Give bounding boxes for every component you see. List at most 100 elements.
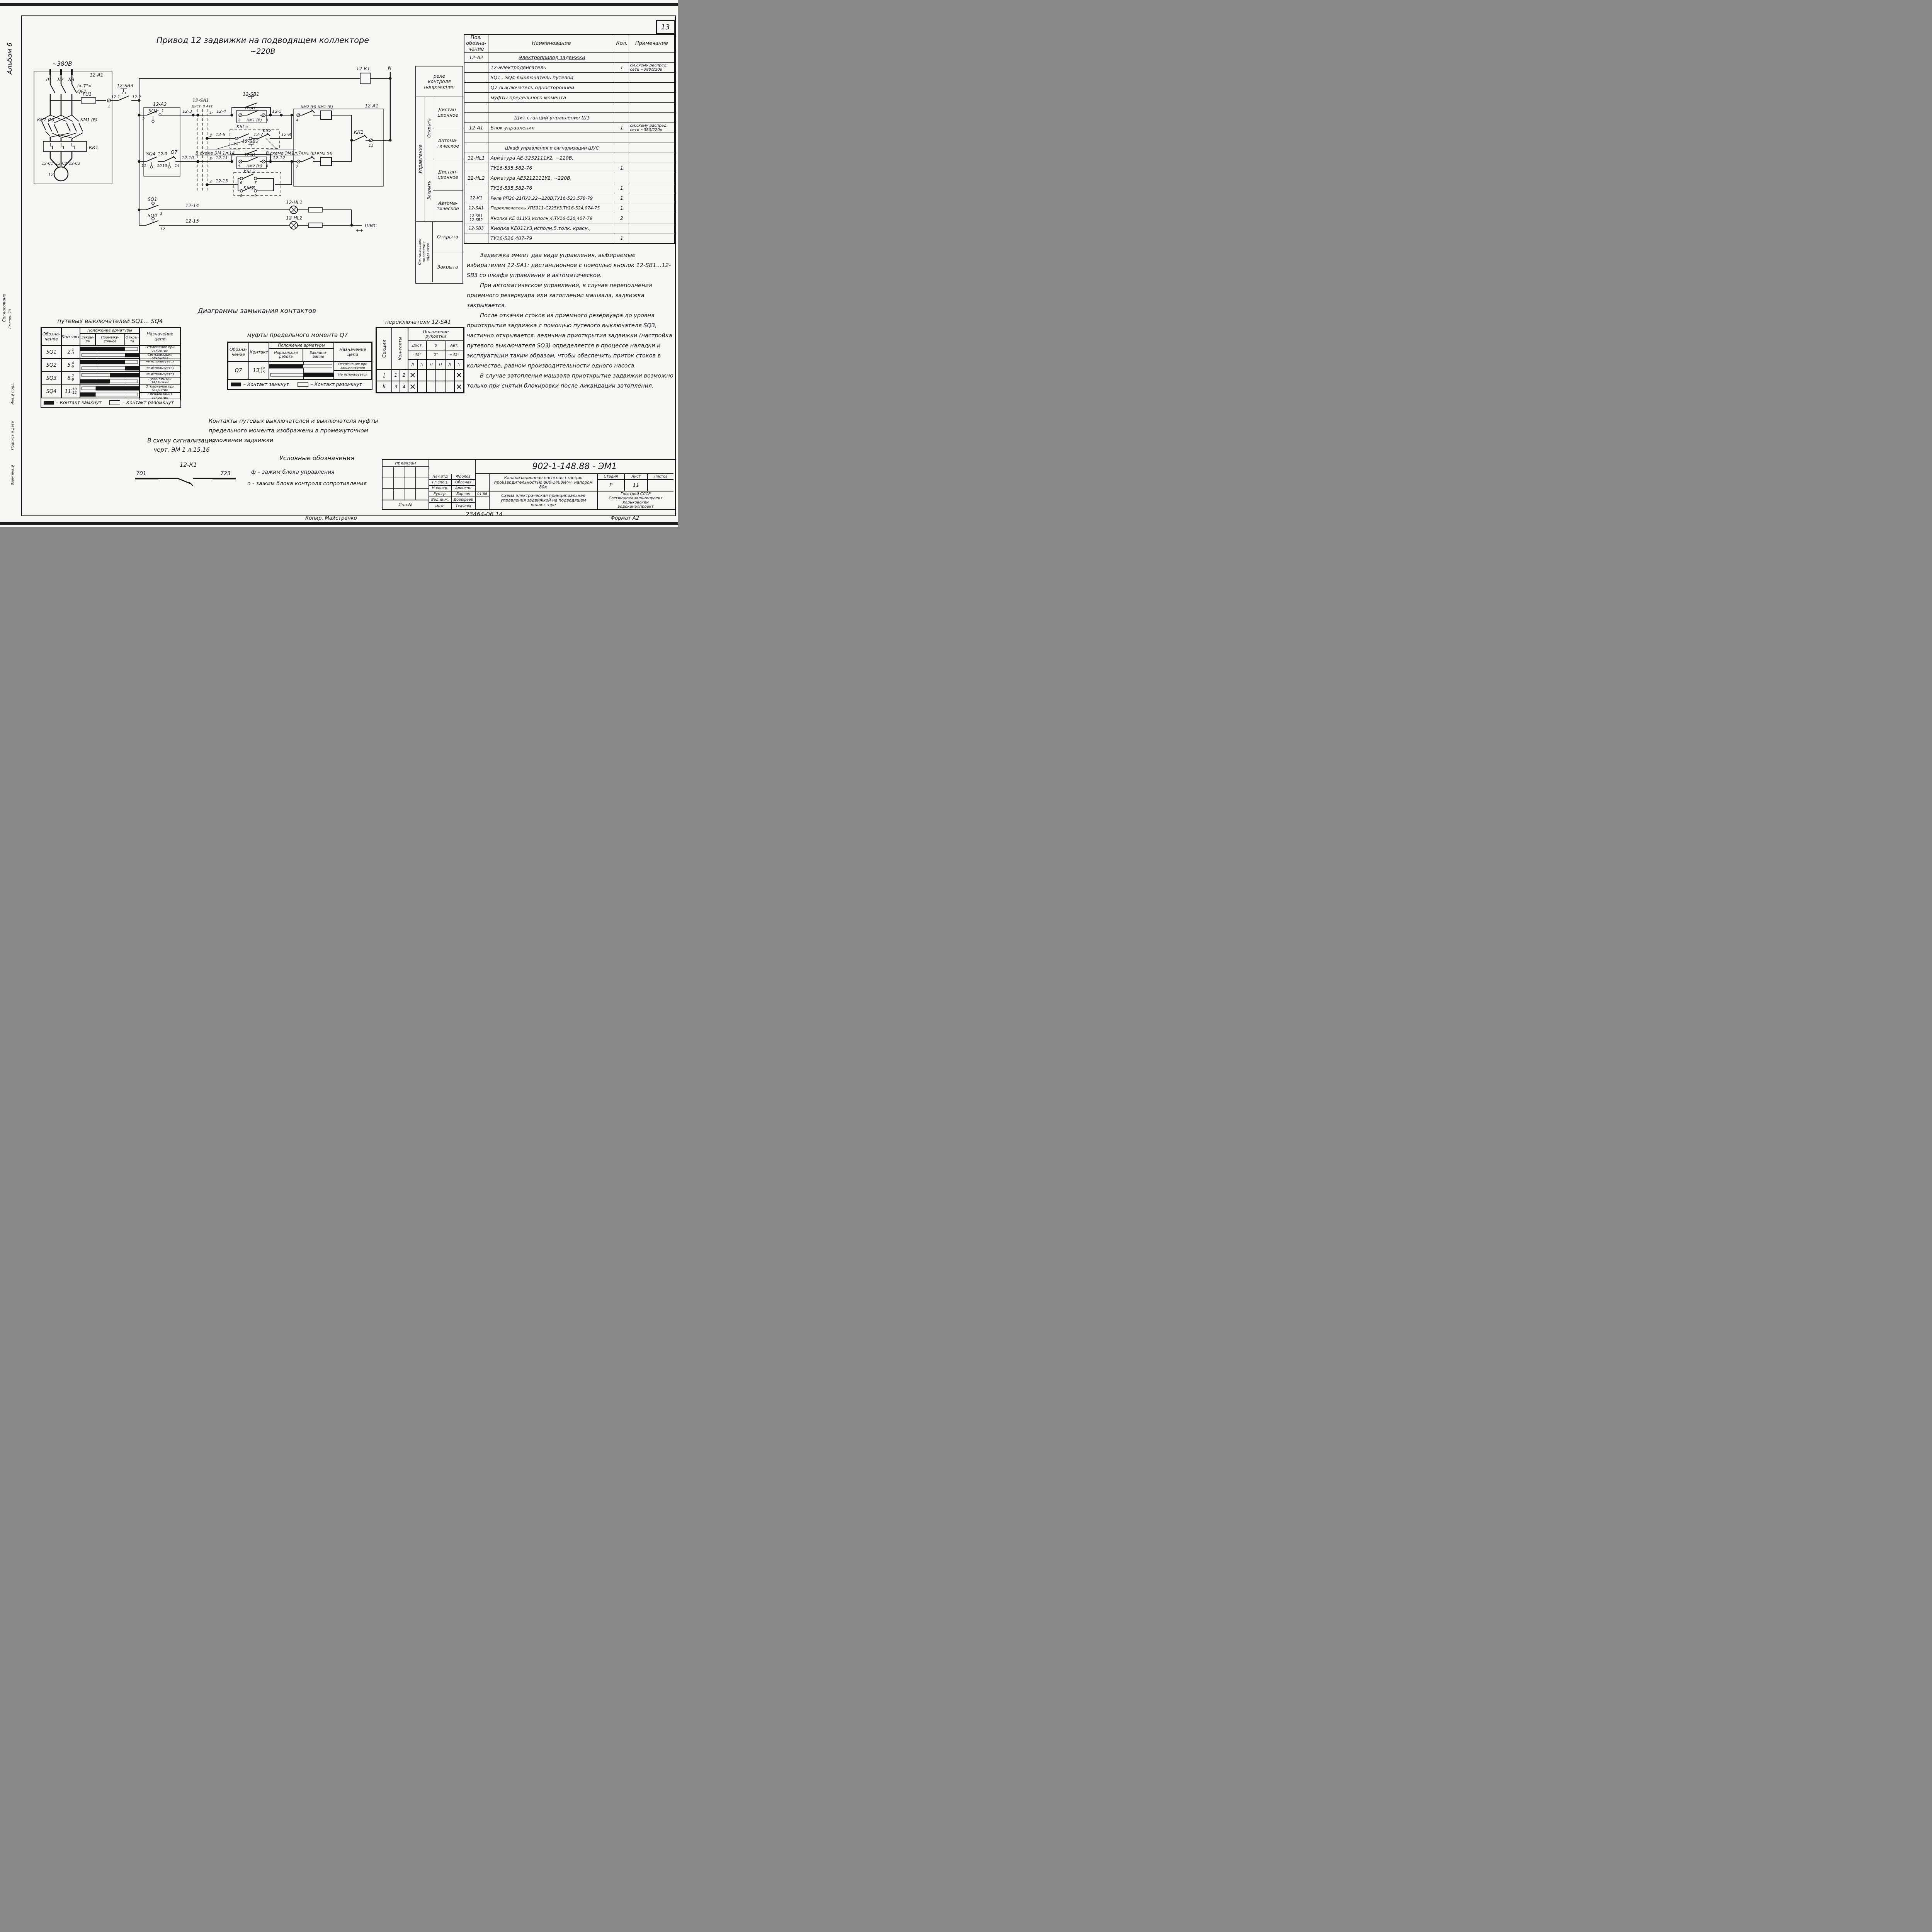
label-line-3: 3- — [209, 157, 213, 161]
sidebar-relay-control: реле контроля напряжения — [416, 66, 463, 97]
description-p1: Задвижка имеет два вида управления, выби… — [467, 252, 671, 279]
q7-h-kontakt: Контакт — [249, 342, 269, 362]
privyazan: привязан — [395, 461, 416, 466]
schematic-labels: ~380В Л1 Л2 Л3 12-А1 I>.T°> QF1 FU1 КМ2 … — [37, 60, 391, 231]
parts-row — [464, 133, 675, 143]
parts-pos: 12-HL2 — [464, 173, 488, 183]
sa1-mark — [427, 369, 436, 381]
label-n: N — [388, 65, 391, 71]
parts-name: Шкаф управления и сигнализации ШУС — [488, 143, 615, 153]
label-sb3: 12-SB3 — [117, 83, 133, 88]
drawing-title-line2: ~220В — [250, 47, 276, 56]
stamp-inv-podl: Инв.№подл. — [11, 383, 15, 405]
drawing-title: Привод 12 задвижки на подводящем коллект… — [139, 36, 386, 56]
label-12-2: 12-2 — [132, 95, 141, 99]
parts-qty: 1 — [614, 62, 629, 73]
parts-note — [628, 102, 675, 113]
sq-contact-top: -1 — [70, 348, 74, 352]
staff-name: Аронсон — [451, 485, 475, 491]
power-section — [34, 69, 112, 184]
sa1-mark: ✕ — [408, 369, 417, 381]
label-hl2: 12-HL2 — [286, 215, 303, 221]
drawing-title-line1: Привод 12 задвижки на подводящем коллект… — [156, 36, 369, 45]
staff-role: Гл.спец. — [429, 480, 451, 485]
label-km1v-main: КМ1 (В) — [80, 117, 97, 122]
label-c3: 12-С3 — [69, 162, 80, 166]
sa1-angle-0: 0° — [427, 350, 445, 359]
sq-bar — [80, 372, 139, 378]
sidebar-open: Открыть — [426, 118, 432, 138]
sq-obozn: SQ3 — [41, 372, 61, 385]
q7-contact-top: -14 — [259, 367, 265, 371]
privyazan-cell: привязан — [383, 460, 429, 467]
parts-name: ТУ16-535.582-76 — [488, 183, 615, 193]
sa1-mark: ✕ — [454, 369, 464, 381]
sq-bar — [80, 346, 139, 352]
label-sq1b: SQ1 — [148, 197, 157, 202]
label-t13: 13 — [249, 141, 254, 146]
sidebar-open-dist: Дистан- ционное — [433, 97, 463, 128]
label-t8: 8 — [240, 194, 242, 198]
inv-cell: Инв.№ — [383, 500, 429, 509]
q7-obozn: Q7 — [228, 362, 249, 379]
q7-diagram-table: Обозна- чение Контакт Положение арматуры… — [227, 342, 372, 390]
note-contacts: Контакты путевых выключателей и выключат… — [209, 418, 378, 444]
sq-h-obozn: Обозна- чение — [41, 328, 61, 345]
parts-row: Q7-выключатель односторонней — [464, 82, 675, 93]
label-l3: Л3 — [68, 77, 75, 82]
legend-closed-icon — [231, 383, 241, 386]
signal-ref-text: В схему сигнализации черт. ЭМ 1 л.15,16 — [147, 437, 216, 453]
sq-obozn: SQ4 — [41, 385, 61, 398]
q7-h-obozn: Обозна- чение — [228, 342, 249, 362]
q7-h-pos: Положение арматуры — [269, 342, 334, 349]
parts-pos — [464, 102, 488, 113]
label-ksl8: KSL8 — [243, 185, 255, 190]
parts-note — [628, 213, 675, 223]
sq-contact-bottom: -3 — [70, 352, 74, 355]
label-k1-coil: 12-К1 — [356, 66, 370, 71]
label-c2: 12-С2 — [56, 162, 67, 166]
parts-qty — [614, 143, 629, 153]
label-wire-12-8: 12-8 — [281, 132, 291, 137]
parts-header-name: Наименование — [488, 34, 615, 53]
sq-contact-main: 8 — [67, 375, 71, 381]
sq-contact-top: -10 — [71, 388, 77, 391]
sidebar-signal-cell: Сигнализация положения задвижки — [416, 222, 433, 282]
label-q7-t13: 13 — [162, 164, 167, 168]
sidebar-signal: Сигнализация положения задвижки — [418, 239, 430, 265]
parts-name — [488, 102, 615, 113]
parts-pos — [464, 143, 488, 153]
parts-name: Кнопка КЕ 011У3,исполн.4.ТУ16-526,407-79 — [488, 213, 615, 223]
sa1-angle-m45: -45° — [408, 350, 427, 359]
label-l1: Л1 — [45, 77, 52, 82]
parts-qty — [614, 82, 629, 93]
label-a2-box: 12-А2 — [153, 102, 167, 107]
legend-open-label: – Контакт разомкнут — [310, 382, 362, 387]
parts-pos: 12-А1 — [464, 122, 488, 133]
sa1-g-zero: 0 — [427, 341, 445, 350]
parts-note: см.схему распред. сети ~380/220в — [628, 122, 675, 133]
soglasovano-label: Согласовано — [2, 294, 7, 322]
uslovnye-line2: о - зажим блока контроля сопротивления — [247, 481, 367, 487]
label-wire-12-12: 12-12 — [273, 155, 285, 160]
parts-qty — [614, 102, 629, 113]
parts-qty: 1 — [614, 163, 629, 173]
staff-name: Обозная — [451, 480, 475, 485]
parts-qty: 1 — [614, 122, 629, 133]
sq-row: SQ2 5-4-6 не используется не используетс… — [41, 359, 180, 372]
drawing-frame — [21, 15, 676, 516]
parts-note — [628, 112, 675, 123]
label-km2n-aux: КМ2 (Н) — [247, 164, 262, 168]
label-t9: 9 — [254, 194, 257, 198]
kopir-label: Копир. Майстренко — [305, 515, 357, 521]
uslovnye-line1: ф – зажим блока управления — [251, 469, 335, 475]
sa1-g-avt: Авт. — [445, 341, 464, 350]
parts-header-qty: Кол. — [614, 34, 629, 53]
label-q7-t14: 14 — [175, 164, 180, 168]
sq-obozn: SQ2 — [41, 359, 61, 372]
